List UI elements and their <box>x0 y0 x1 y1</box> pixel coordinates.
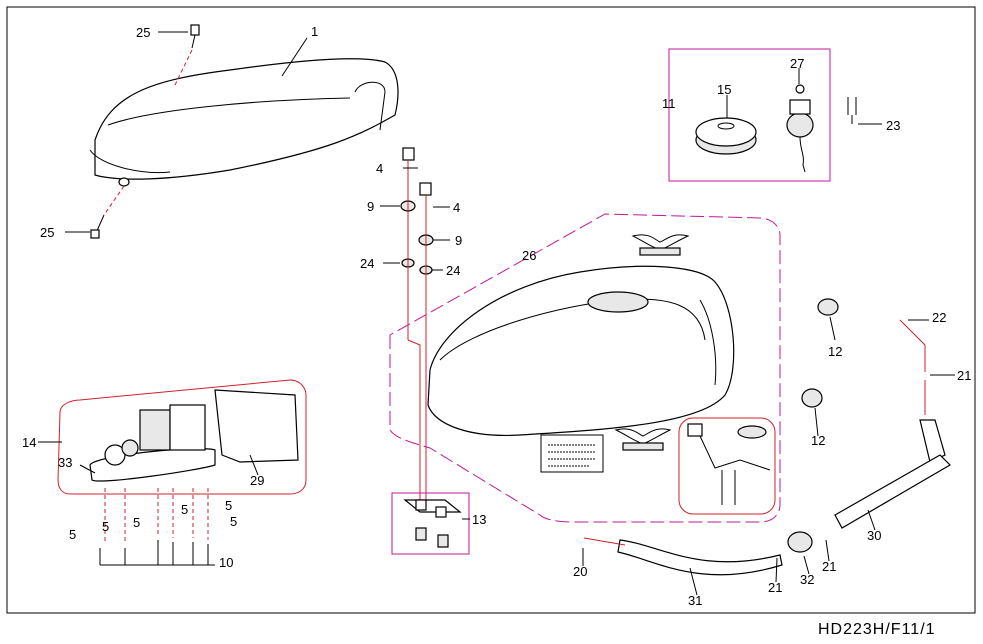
cap-32 <box>787 531 813 553</box>
callout-32: 32 <box>800 572 814 587</box>
mount-block-box <box>391 492 470 555</box>
fuel-pump <box>89 404 216 482</box>
cap-12-lower <box>801 388 823 408</box>
leader-lines <box>38 31 955 596</box>
callout-12-lower: 12 <box>811 433 825 448</box>
callout-14: 14 <box>22 435 36 450</box>
drawing-code: HD223H/F11/1 <box>818 621 936 638</box>
cap-12-upper <box>817 298 839 316</box>
callout-21-right: 21 <box>957 368 971 383</box>
callout-11: 11 <box>662 96 676 111</box>
callout-27: 27 <box>790 56 804 71</box>
pump-group-outline <box>57 379 307 495</box>
warning-label <box>540 434 604 473</box>
callout-4-right: 4 <box>453 200 460 215</box>
callout-9-right: 9 <box>455 233 462 248</box>
callout-25-bottom: 25 <box>40 225 54 240</box>
callout-5-a: 5 <box>69 527 76 542</box>
mount-block <box>403 499 462 548</box>
callout-24-right: 24 <box>446 263 460 278</box>
fuel-tank <box>427 265 735 437</box>
pins-23 <box>847 97 857 115</box>
bolt-stack <box>400 147 434 500</box>
callout-24-left: 24 <box>360 256 374 271</box>
callout-5-d: 5 <box>181 502 188 517</box>
screw-25-bottom <box>90 185 125 239</box>
callout-4-left: 4 <box>376 161 383 176</box>
callout-33: 33 <box>58 455 72 470</box>
eagle-emblem-top <box>631 234 690 256</box>
filter-29 <box>214 389 299 463</box>
callout-25-top: 25 <box>136 25 150 40</box>
callout-22: 22 <box>932 310 946 325</box>
drawing-frame <box>6 6 976 614</box>
callout-30: 30 <box>867 528 881 543</box>
callout-5-c: 5 <box>133 515 140 530</box>
callout-31: 31 <box>688 593 702 608</box>
callout-5-f: 5 <box>230 514 237 529</box>
callout-20: 20 <box>573 564 587 579</box>
hose-31 <box>617 539 783 576</box>
tank-group-outline <box>389 213 781 523</box>
leader-20 <box>583 537 626 546</box>
callout-13: 13 <box>472 512 486 527</box>
cap-group-box <box>668 48 831 182</box>
callout-26: 26 <box>522 248 536 263</box>
callout-5-b: 5 <box>102 519 109 534</box>
screw-25-top <box>174 24 200 86</box>
callout-15: 15 <box>717 82 731 97</box>
callout-9-left: 9 <box>367 199 374 214</box>
callout-12-upper: 12 <box>828 344 842 359</box>
callout-5-e: 5 <box>225 498 232 513</box>
callout-23: 23 <box>886 118 900 133</box>
hose-30 <box>834 454 951 529</box>
callout-21-low: 21 <box>822 559 836 574</box>
callout-21-mid: 21 <box>768 580 782 595</box>
eagle-emblem-bottom <box>614 428 672 451</box>
fuel-sender-group <box>678 417 776 515</box>
callout-1: 1 <box>311 24 318 39</box>
rubber-cap-15 <box>695 117 757 155</box>
breather-hose <box>899 319 946 463</box>
pump-screws <box>99 488 215 566</box>
callout-29: 29 <box>250 473 264 488</box>
seat-part <box>89 58 399 187</box>
fuel-cap-27 <box>786 84 814 173</box>
callout-10: 10 <box>219 555 233 570</box>
